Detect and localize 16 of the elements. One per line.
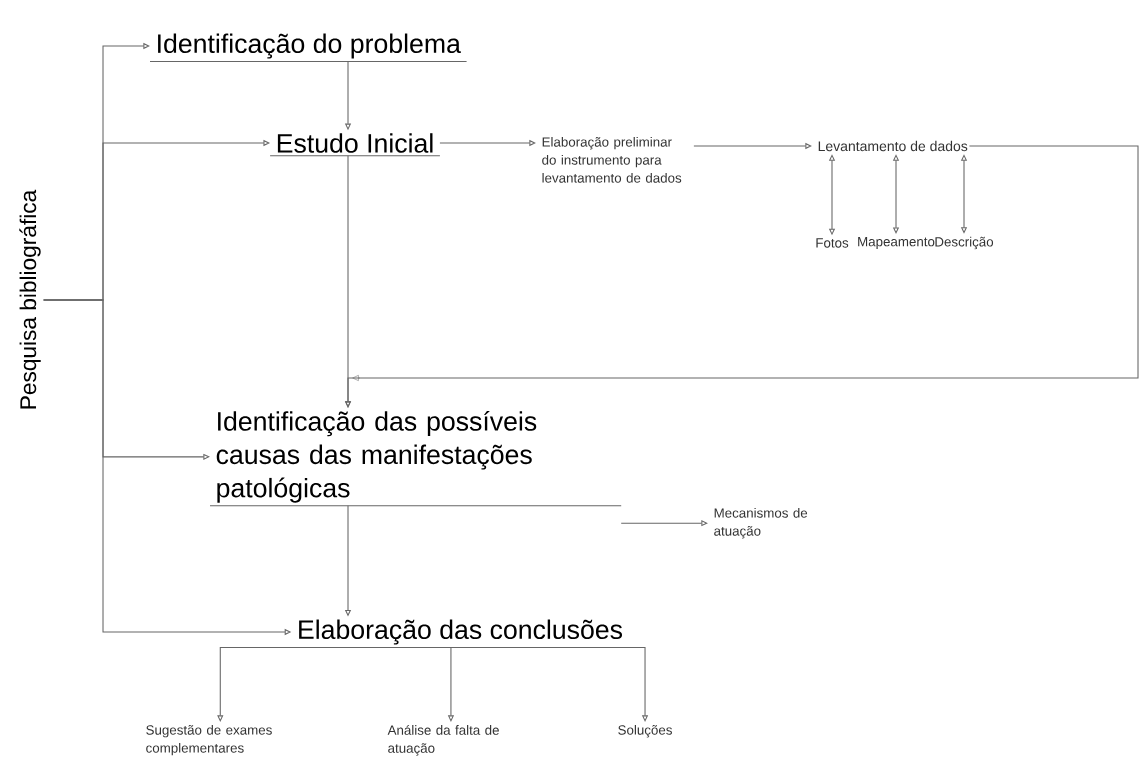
item-label: Fotos [816,238,849,248]
item-label: Descrição [935,236,994,250]
step-note: Mecanismos de atuação [714,507,808,539]
step-title: Identificação das possíveis causas das manifestações patológicas [209,410,622,507]
step-note: Levantamento de dados [818,140,968,152]
step-title: Identificação do problema [149,33,468,62]
arrow [459,646,649,722]
arrow [960,154,968,234]
result-label: Análise da falta de atuação [387,724,499,756]
step-title: Estudo Inicial [269,133,441,157]
step-note: Elaboração preliminar do instrumento para levantamento de dados [542,136,682,183]
side-label: Pesquisa bibliográfica [19,189,41,409]
result-label: Sugestão de exames complementares [146,724,272,756]
step-title: Elaboração das conclusões [299,619,622,645]
item-label: Mapeamento [858,237,935,249]
result-label: Soluções [618,724,672,738]
